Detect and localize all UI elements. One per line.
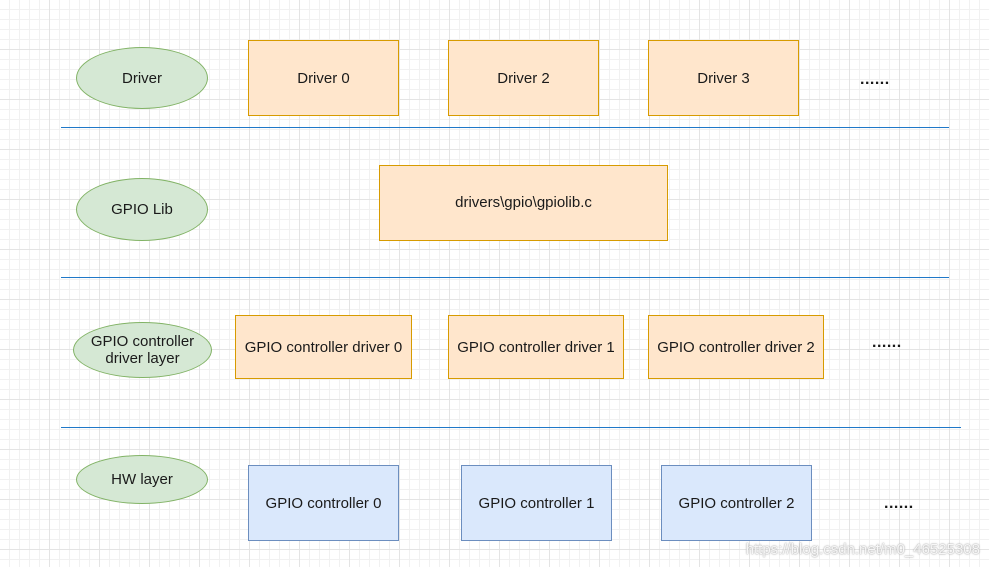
- controller-driver-1-text: GPIO controller driver 1: [457, 338, 615, 356]
- hw-layer-label-text: HW layer: [111, 471, 173, 488]
- gpiolib-layer-label-text: GPIO Lib: [111, 201, 173, 218]
- controller-driver-0-text: GPIO controller driver 0: [244, 338, 403, 356]
- controller-driver-more-ellipsis: ......: [872, 334, 902, 351]
- hw-layer-label: HW layer: [76, 455, 208, 504]
- driver-0-box: Driver 0: [248, 40, 399, 116]
- hw-more-ellipsis: ......: [884, 495, 914, 512]
- gpio-controller-1-text: GPIO controller 1: [478, 494, 595, 512]
- controller-driver-2-box: GPIO controller driver 2: [648, 315, 824, 379]
- driver-layer-label: Driver: [76, 47, 208, 109]
- gpiolib-layer-label: GPIO Lib: [76, 178, 208, 241]
- gpio-controller-2-box: GPIO controller 2: [661, 465, 812, 541]
- gpio-controller-0-box: GPIO controller 0: [248, 465, 399, 541]
- driver-2-box: Driver 2: [448, 40, 599, 116]
- controller-driver-1-box: GPIO controller driver 1: [448, 315, 624, 379]
- driver-3-box: Driver 3: [648, 40, 799, 116]
- driver-layer-label-text: Driver: [122, 69, 162, 87]
- controller-driver-2-text: GPIO controller driver 2: [657, 338, 815, 356]
- separator-line-2: [61, 277, 949, 278]
- driver-2-text: Driver 2: [497, 69, 550, 87]
- gpio-controller-1-box: GPIO controller 1: [461, 465, 612, 541]
- gpio-controller-2-text: GPIO controller 2: [678, 494, 795, 512]
- controller-driver-layer-label-text: GPIO controller driver layer: [90, 333, 195, 367]
- watermark-url: https://blog.csdn.net/m0_46525308: [745, 541, 980, 558]
- gpiolib-file-box: drivers\gpio\gpiolib.c: [379, 165, 668, 241]
- driver-0-text: Driver 0: [297, 69, 350, 87]
- controller-driver-0-box: GPIO controller driver 0: [235, 315, 412, 379]
- separator-line-1: [61, 127, 949, 128]
- driver-more-ellipsis: ......: [860, 71, 890, 88]
- separator-line-3: [61, 427, 961, 428]
- gpiolib-file-text: drivers\gpio\gpiolib.c: [455, 193, 592, 211]
- driver-3-text: Driver 3: [697, 69, 750, 87]
- gpio-controller-0-text: GPIO controller 0: [265, 494, 382, 512]
- controller-driver-layer-label: GPIO controller driver layer: [73, 322, 212, 378]
